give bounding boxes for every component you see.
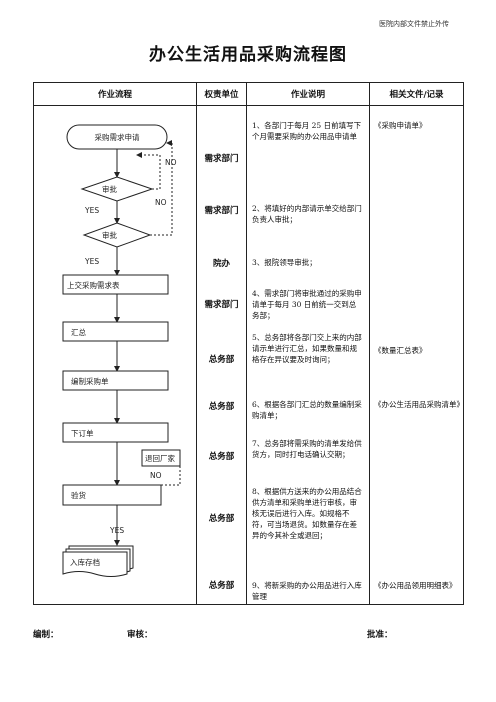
yes-label-2: YES [84, 257, 99, 266]
unit-8: 总务部 [208, 514, 235, 524]
description-cell: 1、各部门于每月 25 日前填写下个月需要采购的办公用品申请单 2、将填好的内部… [246, 105, 370, 605]
column-header-description: 作业说明 [246, 82, 370, 106]
page-title: 办公生活用品采购流程图 [149, 45, 347, 65]
desc-5: 5、总务部将各部门交上来的内部请示单进行汇总，如果数量和规格存在异议要及时询问； [252, 333, 362, 364]
return-node [141, 449, 181, 467]
process-table: 作业流程 权责单位 作业说明 相关文件/记录 需求部门 需求部门 院办 需求部门… [33, 82, 464, 605]
record-1: 《采购申请单》 [374, 121, 427, 130]
storage-label: 入库存档 [70, 557, 100, 567]
approve2-node [82, 222, 152, 248]
approve2-label: 审批 [102, 230, 117, 240]
record-9: 《办公用品领用明细表》 [374, 581, 457, 590]
inspect-node [62, 484, 162, 506]
approve1-label: 审批 [102, 184, 117, 194]
desc-6: 6、根据各部门汇总的数量编制采购清单； [252, 400, 362, 420]
submit-label: 上交采购需求表 [67, 280, 120, 290]
column-header-records: 相关文件/记录 [369, 82, 464, 106]
footer-made-by: 编制： [33, 630, 59, 640]
unit-9: 总务部 [208, 581, 235, 591]
submit-node [62, 274, 169, 295]
no-loop-3 [161, 466, 181, 486]
unit-3: 院办 [212, 259, 230, 269]
unit-2: 需求部门 [204, 206, 239, 216]
unit-5: 总务部 [208, 355, 235, 365]
start-label: 采购需求申请 [95, 132, 140, 142]
inspect-label: 验货 [71, 490, 86, 500]
order-node [62, 422, 169, 443]
unit-4: 需求部门 [204, 300, 239, 310]
no-loop-2 [150, 140, 173, 236]
record-6: 《办公生活用品采购清单》 [374, 400, 464, 409]
unit-cell: 需求部门 需求部门 院办 需求部门 总务部 总务部 总务部 总务部 总务部 [196, 105, 247, 605]
desc-7: 7、总务部将需采购的清单发给供货方，同时打电话确认交期； [252, 439, 362, 459]
no-loop-1 [136, 152, 161, 190]
header-note: 医院内部文件禁止外传 [379, 20, 449, 28]
unit-6: 总务部 [208, 402, 235, 412]
unit-1: 需求部门 [204, 154, 239, 164]
return-label: 退回厂家 [145, 453, 175, 463]
no-label-3: NO [150, 471, 162, 480]
flowchart: 采购需求申请 审批 NO YES 审批 NO YES 上交采购需求表 汇总 编制… [62, 124, 181, 577]
storage-node [62, 551, 128, 577]
desc-2: 2、将填好的内部请示单交给部门负责人审批； [252, 204, 362, 224]
desc-4: 4、需求部门将审批通过的采购申请单于每月 30 日前统一交到总务部； [252, 289, 362, 320]
order-label: 下订单 [71, 428, 94, 438]
no-label-1: NO [165, 158, 177, 167]
desc-1: 1、各部门于每月 25 日前填写下个月需要采购的办公用品申请单 [252, 121, 362, 141]
column-header-unit: 权责单位 [196, 82, 247, 106]
make-order-node [62, 370, 169, 391]
records-cell: 《采购申请单》 《数量汇总表》 《办公生活用品采购清单》 《办公用品领用明细表》 [369, 105, 464, 605]
table-body-row: 需求部门 需求部门 院办 需求部门 总务部 总务部 总务部 总务部 总务部 1、… [33, 105, 464, 605]
unit-7: 总务部 [208, 452, 235, 462]
desc-9: 9、将新采购的办公用品进行入库管理 [252, 581, 362, 601]
make-order-label: 编制采购单 [71, 376, 109, 386]
record-5: 《数量汇总表》 [374, 346, 427, 355]
table-header-row: 作业流程 权责单位 作业说明 相关文件/记录 [33, 82, 464, 106]
yes-label-1: YES [84, 206, 99, 215]
summary-label: 汇总 [71, 327, 86, 337]
footer-approve: 批准： [367, 630, 393, 640]
no-label-2: NO [155, 198, 167, 207]
desc-8: 8、根据供方送来的办公用品结合供方清单和采购单进行审核，审核无误后进行入库。如规… [252, 487, 362, 540]
approve1-node [80, 176, 154, 202]
desc-3: 3、报院领导审批； [252, 258, 317, 267]
footer-review: 审核： [127, 630, 153, 640]
summary-node [62, 321, 169, 342]
